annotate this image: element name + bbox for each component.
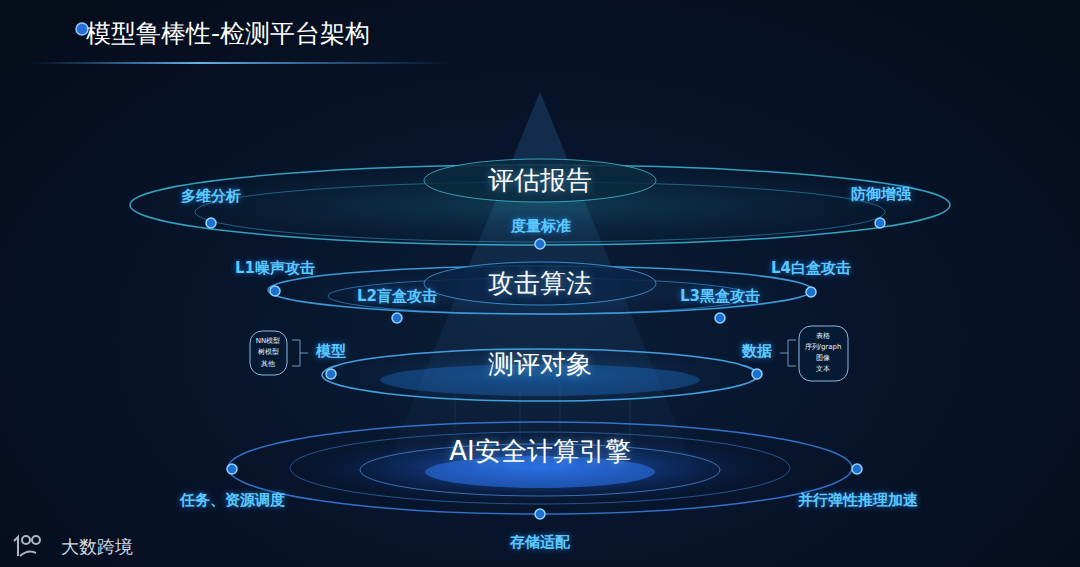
layer-ellipse: AI安全计算引擎 bbox=[384, 429, 696, 474]
feature-label: 度量标准 bbox=[511, 217, 571, 236]
layer-ellipse: 攻击算法 bbox=[423, 261, 657, 306]
feature-label: 任务、资源调度 bbox=[180, 491, 285, 510]
list-item: 其他 bbox=[261, 359, 275, 370]
shape-outline bbox=[799, 326, 848, 381]
layer-title: AI安全计算引擎 bbox=[449, 434, 630, 469]
feature-label: L4白盒攻击 bbox=[771, 259, 851, 278]
shape-outline bbox=[424, 159, 656, 202]
list-item: 图像 bbox=[816, 353, 830, 364]
list-item: NN模型 bbox=[256, 336, 280, 347]
shape-outline bbox=[385, 430, 695, 473]
watermark: 大数跨境 bbox=[61, 535, 133, 559]
list-item: 文本 bbox=[816, 364, 830, 375]
list-box: NN模型树模型其他 bbox=[249, 330, 288, 376]
feature-label: L2盲盒攻击 bbox=[357, 287, 437, 306]
layer-ellipse: 评估报告 bbox=[423, 158, 657, 203]
page-title: 模型鲁棒性-检测平台架构 bbox=[86, 17, 370, 50]
feature-label: 多维分析 bbox=[181, 187, 241, 206]
shape-outline bbox=[250, 331, 287, 375]
shape-outline bbox=[424, 262, 656, 305]
shape-outline bbox=[424, 343, 656, 386]
list-item: 表格 bbox=[816, 331, 830, 342]
feature-label: 并行弹性推理加速 bbox=[798, 491, 918, 510]
feature-label: 防御增强 bbox=[851, 185, 911, 204]
feature-label: L3黑盒攻击 bbox=[680, 287, 760, 306]
list-item: 树模型 bbox=[258, 347, 279, 358]
list-item: 序列/graph bbox=[805, 342, 842, 353]
feature-label: 模型 bbox=[316, 342, 346, 361]
feature-label: 存储适配 bbox=[510, 533, 570, 552]
feature-label: L1噪声攻击 bbox=[235, 259, 315, 278]
layer-title: 测评对象 bbox=[488, 347, 592, 382]
layer-ellipse: 测评对象 bbox=[423, 342, 657, 387]
feature-label: 数据 bbox=[742, 342, 772, 361]
layer-title: 评估报告 bbox=[488, 163, 592, 198]
list-box: 表格序列/graph图像文本 bbox=[798, 325, 849, 382]
layer-title: 攻击算法 bbox=[488, 266, 592, 301]
